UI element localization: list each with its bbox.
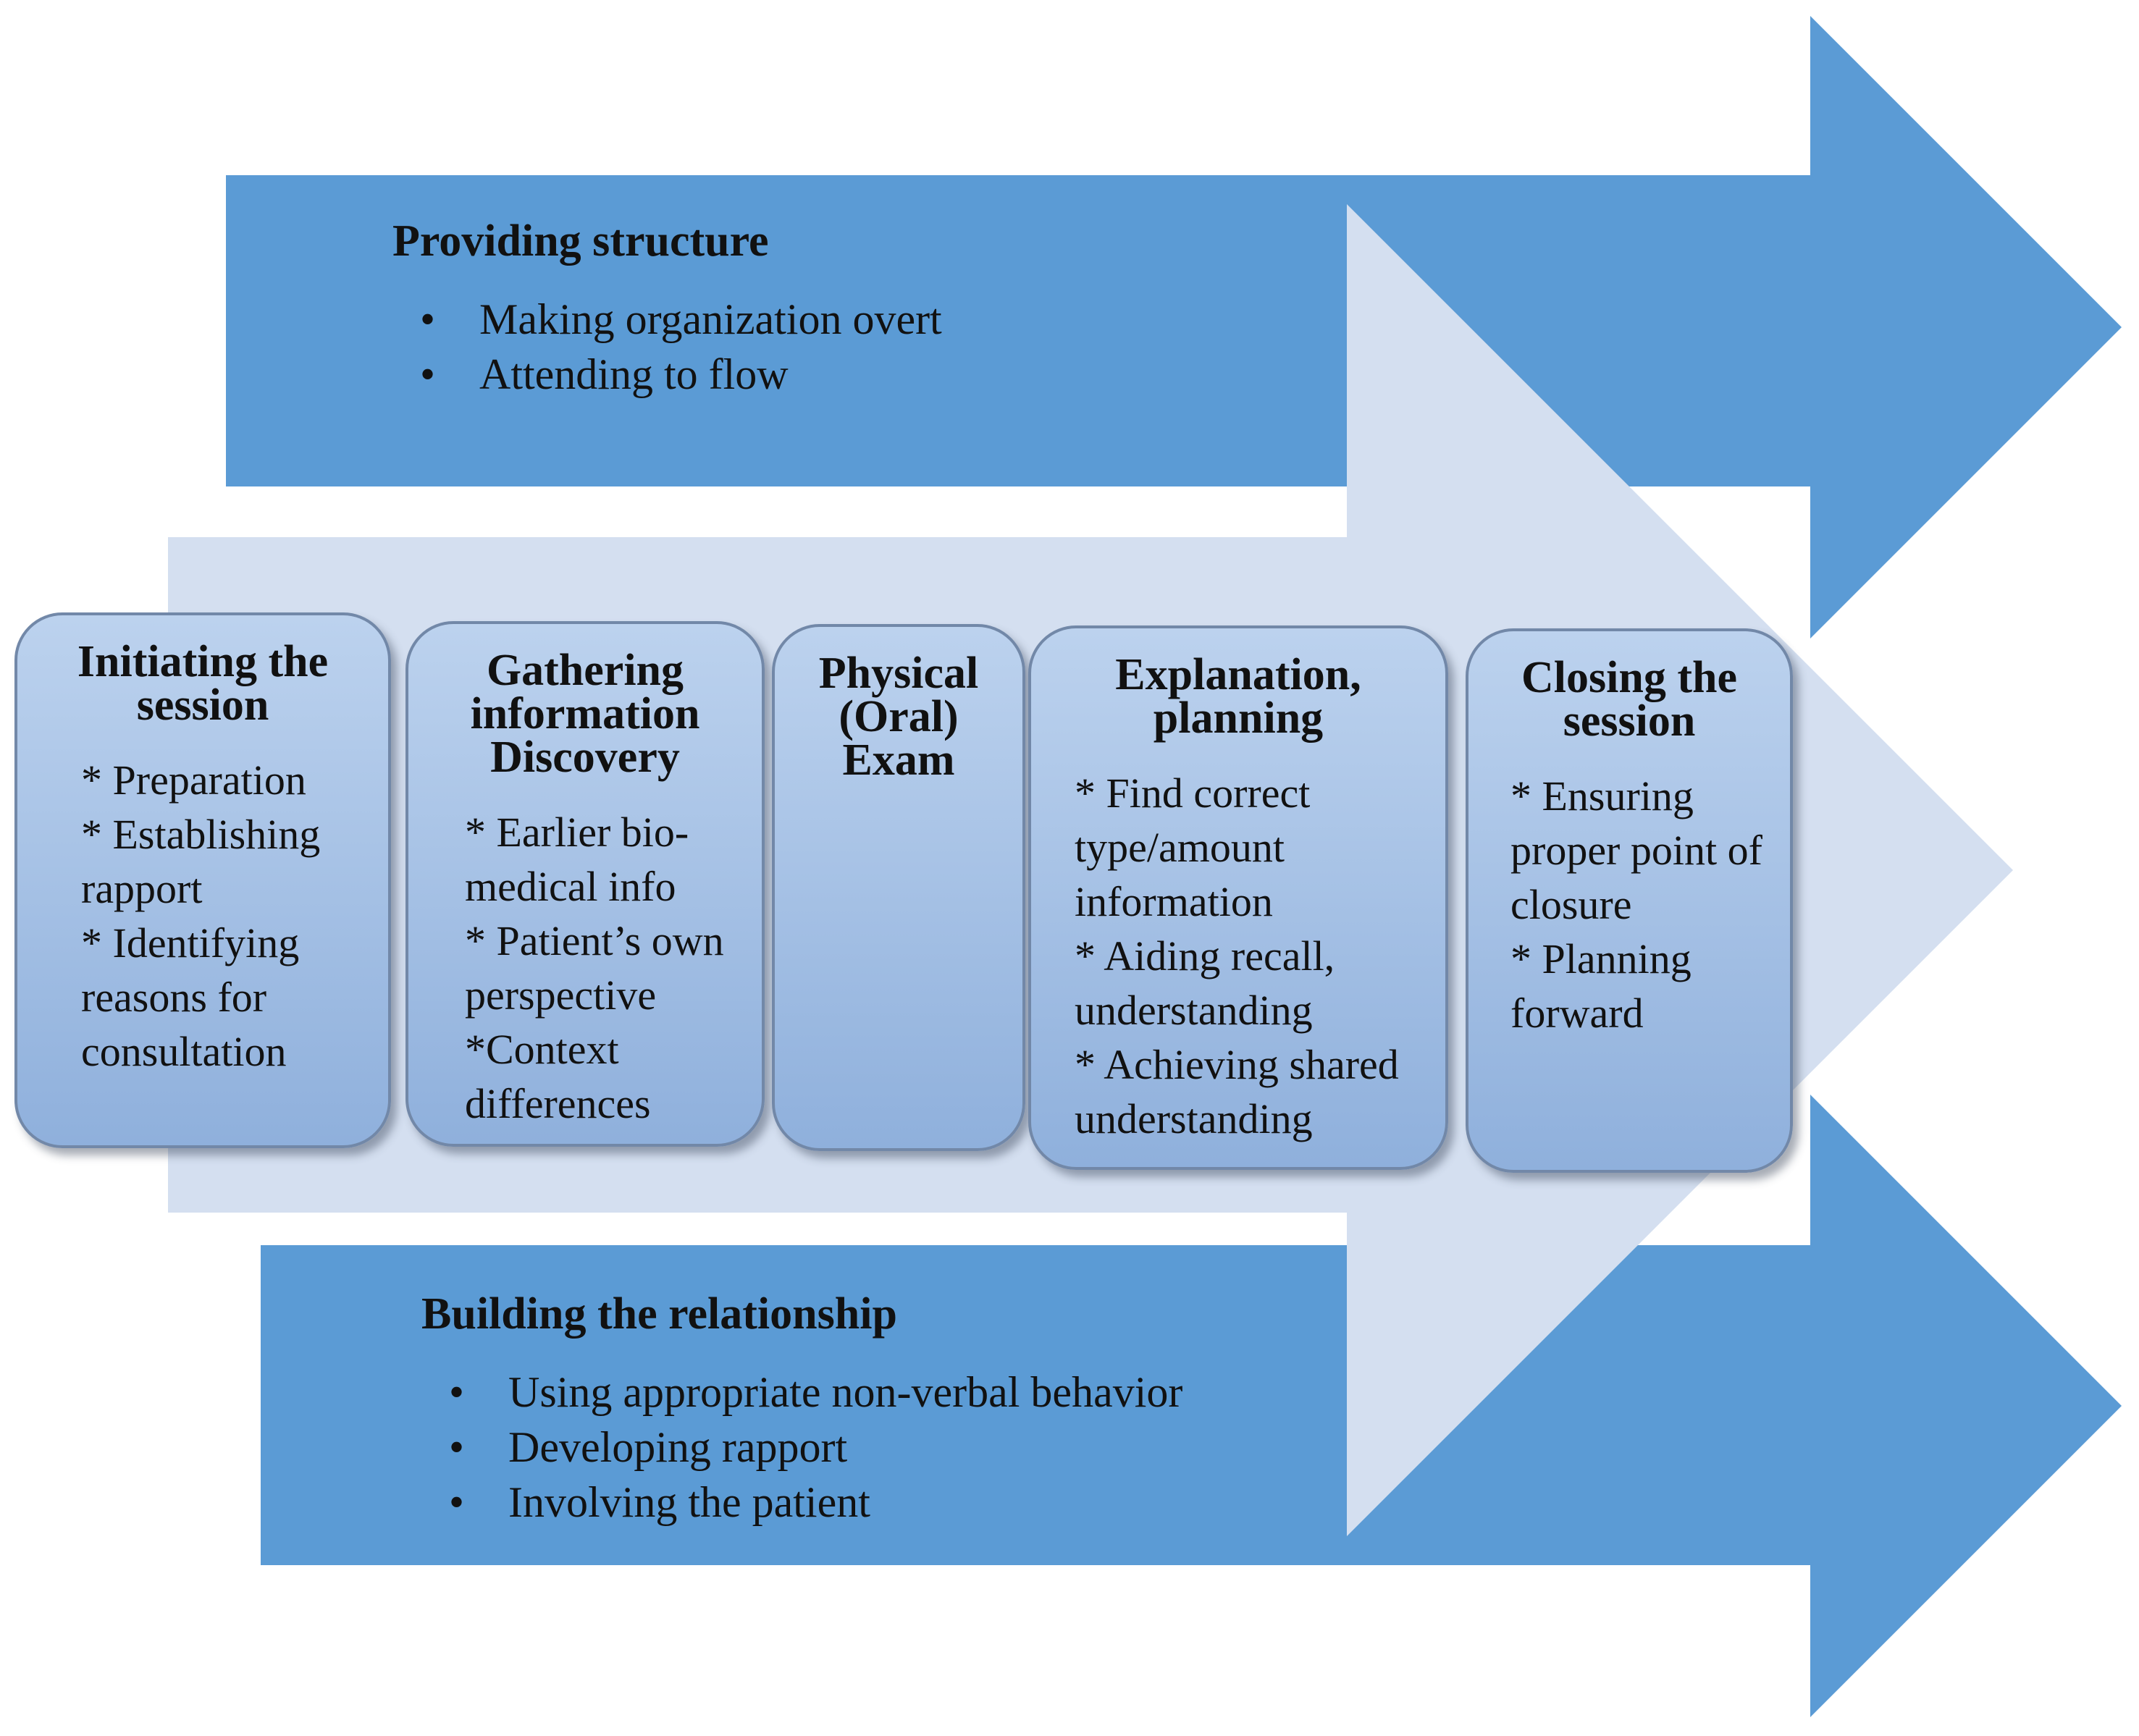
providing-structure-title: Providing structure	[392, 216, 769, 266]
bullet-icon: •	[449, 1423, 465, 1471]
stage-title: Physical (Oral) Exam	[818, 649, 979, 785]
stage-closing-session: Closing the session * Ensuring proper po…	[1466, 628, 1793, 1173]
stage-item: * Ensuring proper point of closure	[1510, 772, 1762, 928]
stage-gathering-information: Gathering information Discovery * Earlie…	[405, 621, 765, 1147]
stage-title: Explanation, planning	[1115, 650, 1361, 743]
stage-item: * Preparation	[81, 757, 306, 804]
stage-explanation-planning: Explanation, planning * Find correct typ…	[1028, 625, 1448, 1170]
building-relationship-title: Building the relationship	[421, 1289, 897, 1339]
list-item-text: Developing rapport	[508, 1423, 848, 1471]
stage-item: * Aiding recall, understanding	[1075, 932, 1335, 1034]
bullet-icon: •	[420, 295, 436, 343]
stage-item: * Earlier bio-medical info	[465, 809, 689, 910]
stage-items: * Earlier bio-medical info * Patient’s o…	[421, 805, 749, 1131]
stage-item: * Identifying reasons for consultation	[81, 919, 300, 1075]
stage-item: *Context differences	[465, 1026, 651, 1127]
bottom-outer-arrow	[261, 1095, 2122, 1717]
stage-physical-exam: Physical (Oral) Exam	[772, 624, 1025, 1151]
stage-item: * Planning forward	[1510, 935, 1692, 1037]
stage-title: Closing the session	[1521, 653, 1737, 746]
stage-item: * Find correct type/amount information	[1075, 770, 1311, 925]
providing-structure-list: • Making organization overt • Attending to…	[392, 292, 942, 402]
stage-item: * Establishing rapport	[81, 811, 321, 912]
bullet-icon: •	[449, 1368, 465, 1416]
building-relationship-list: • Using appropriate non-verbal behavior •…	[421, 1365, 1182, 1530]
stage-items: * Preparation * Establishing rapport * I…	[30, 753, 375, 1079]
stage-items: * Find correct type/amount information *…	[1044, 766, 1432, 1146]
providing-structure-panel: Providing structure • Making organization…	[392, 216, 942, 402]
building-relationship-panel: Building the relationship • Using appropr…	[421, 1289, 1182, 1530]
list-item: • Using appropriate non-verbal behavior	[421, 1365, 1182, 1420]
list-item-text: Making organization overt	[479, 295, 942, 343]
list-item: • Involving the patient	[421, 1475, 1182, 1530]
top-outer-arrow	[226, 16, 2122, 639]
stage-item: * Patient’s own perspective	[465, 917, 724, 1019]
stage-initiating-session: Initiating the session * Preparation * E…	[14, 612, 391, 1148]
bullet-icon: •	[449, 1478, 465, 1526]
list-item-text: Involving the patient	[508, 1478, 870, 1526]
list-item-text: Using appropriate non-verbal behavior	[508, 1368, 1183, 1416]
stage-title: Gathering information Discovery	[470, 646, 700, 782]
list-item-text: Attending to flow	[479, 350, 789, 398]
list-item: • Attending to flow	[392, 347, 942, 402]
list-item: • Developing rapport	[421, 1420, 1182, 1475]
stage-items: * Ensuring proper point of closure * Pla…	[1482, 769, 1777, 1040]
stage-title: Initiating the session	[77, 637, 329, 730]
bullet-icon: •	[420, 350, 436, 398]
stage-item: * Achieving shared understanding	[1075, 1041, 1399, 1142]
list-item: • Making organization overt	[392, 292, 942, 347]
